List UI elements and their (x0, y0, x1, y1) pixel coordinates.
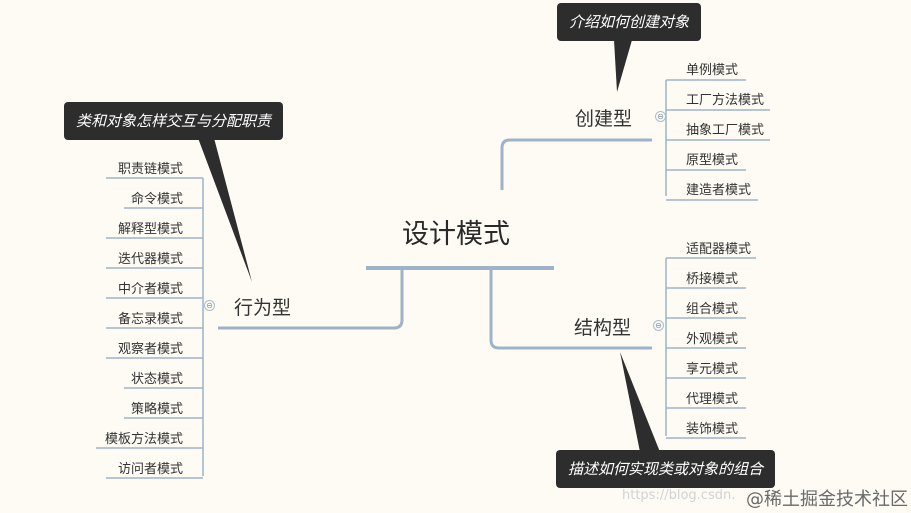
collapse-behavioral-icon[interactable]: ⊖ (204, 300, 215, 311)
watermark-url: https://blog.csdn. (622, 488, 736, 503)
leaf-behavioral-6[interactable]: 观察者模式 (117, 342, 183, 357)
callout-creational: 介绍如何创建对象 (557, 3, 702, 41)
leaf-behavioral-8[interactable]: 策略模式 (130, 402, 183, 417)
leaf-creational-4[interactable]: 建造者模式 (686, 183, 752, 198)
leaf-creational-0[interactable]: 单例模式 (686, 63, 739, 78)
leaf-behavioral-4[interactable]: 中介者模式 (117, 282, 183, 297)
leaf-structural-5[interactable]: 代理模式 (686, 392, 739, 407)
watermark-brand: @稀土掘金技术社区 (746, 489, 908, 510)
leaf-behavioral-3[interactable]: 迭代器模式 (117, 252, 183, 267)
leaf-structural-3[interactable]: 外观模式 (686, 332, 739, 347)
callout-structural: 描述如何实现类或对象的组合 (556, 450, 776, 488)
center-topic[interactable]: 设计模式 (402, 219, 510, 250)
leaf-behavioral-1[interactable]: 命令模式 (130, 192, 183, 207)
leaf-structural-2[interactable]: 组合模式 (686, 302, 739, 317)
leaf-behavioral-5[interactable]: 备忘录模式 (117, 312, 183, 327)
leaf-structural-0[interactable]: 适配器模式 (686, 242, 752, 257)
leaf-structural-4[interactable]: 享元模式 (686, 362, 739, 377)
leaf-behavioral-2[interactable]: 解释型模式 (117, 222, 183, 237)
leaf-behavioral-0[interactable]: 职责链模式 (117, 162, 183, 177)
leaf-structural-1[interactable]: 桥接模式 (686, 272, 739, 287)
branch-structural[interactable]: 结构型 (574, 317, 632, 339)
leaf-creational-2[interactable]: 抽象工厂模式 (686, 123, 765, 138)
callout-behavioral: 类和对象怎样交互与分配职责 (64, 102, 284, 140)
collapse-creational-icon[interactable]: ⊖ (655, 111, 666, 122)
branch-creational[interactable]: 创建型 (575, 108, 633, 130)
leaf-behavioral-9[interactable]: 模板方法模式 (104, 432, 183, 447)
branch-behavioral[interactable]: 行为型 (234, 297, 292, 319)
leaf-behavioral-7[interactable]: 状态模式 (130, 372, 183, 387)
leaf-creational-1[interactable]: 工厂方法模式 (686, 93, 765, 108)
leaf-behavioral-10[interactable]: 访问者模式 (117, 462, 183, 477)
leaf-creational-3[interactable]: 原型模式 (686, 153, 739, 168)
leaf-structural-6[interactable]: 装饰模式 (686, 422, 739, 437)
collapse-structural-icon[interactable]: ⊖ (653, 320, 664, 331)
